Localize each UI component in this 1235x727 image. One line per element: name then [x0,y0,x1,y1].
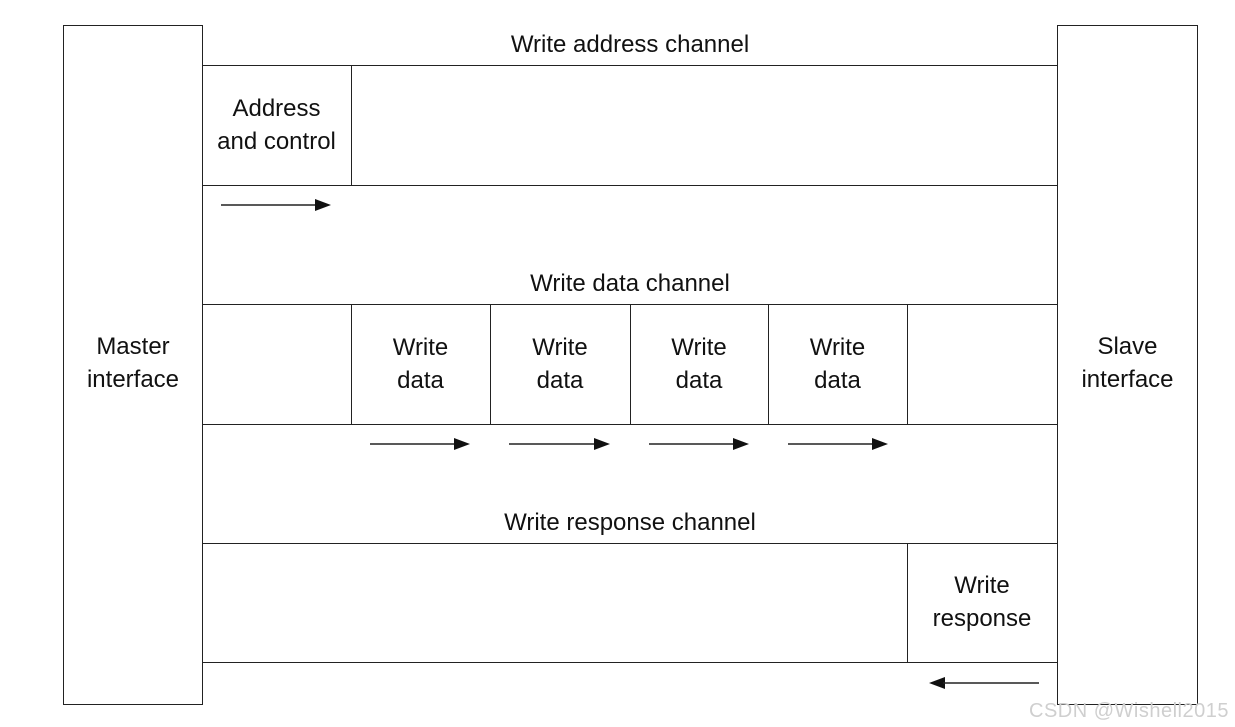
write-data-cell-3: Write data [671,334,727,394]
data-right-arrow-3 [649,437,749,451]
write-data-channel-title: Write data channel [530,270,730,297]
write-data-cell-1: Write data [392,334,449,394]
master-interface-label: Master interface [86,333,180,393]
write-response-cell: Write response [932,572,1032,632]
master-interface-box [63,25,203,705]
slave-interface-label: Slave interface [1081,333,1174,393]
write-address-channel-top-line [202,65,1058,66]
write-address-channel-title: Write address channel [510,31,750,58]
data-cell-divider-1 [351,304,352,424]
data-right-arrow-1 [370,437,470,451]
write-data-cell-2: Write data [532,334,588,394]
write-data-cell-4: Write data [809,334,866,394]
data-right-arrow-4 [788,437,888,451]
write-response-channel-bottom-line [202,662,1058,663]
write-response-channel-top-line [202,543,1058,544]
write-response-channel-title: Write response channel [504,509,756,536]
watermark-text: CSDN @Wishell2015 [1029,700,1229,722]
address-cell-divider [351,65,352,185]
response-left-arrow [929,676,1039,690]
write-address-channel-bottom-line [202,185,1058,186]
address-right-arrow [221,198,331,212]
data-cell-divider-5 [907,304,908,424]
data-cell-divider-2 [490,304,491,424]
data-cell-divider-3 [630,304,631,424]
address-and-control-cell: Address and control [217,95,336,155]
response-cell-divider [907,543,908,662]
slave-interface-box [1057,25,1198,705]
write-data-channel-bottom-line [202,424,1058,425]
data-cell-divider-4 [768,304,769,424]
data-right-arrow-2 [509,437,610,451]
